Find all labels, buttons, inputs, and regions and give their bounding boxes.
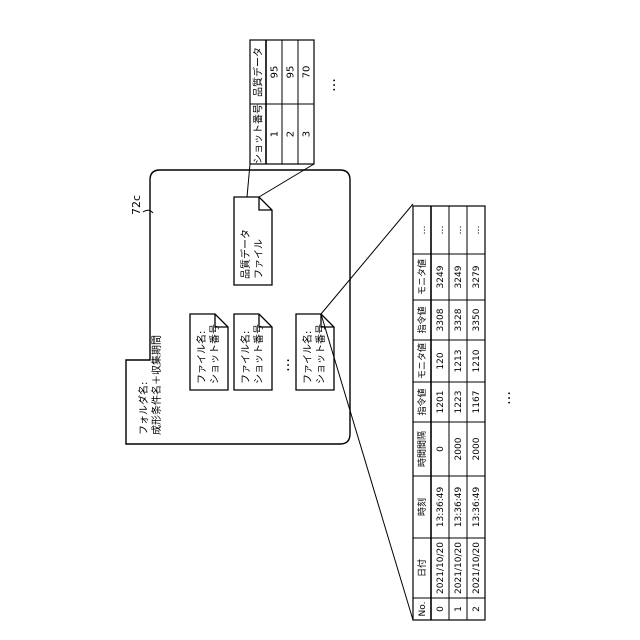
shot-file-2: ファイル名: ショット番号 <box>234 314 272 390</box>
data-table-cell: 1167 <box>472 391 482 414</box>
data-table-header-cell: 指令値 <box>416 306 428 333</box>
quality-table-cell: 2 <box>286 131 297 137</box>
data-table-cell: 1223 <box>454 391 464 414</box>
data-table-cell: 3350 <box>472 308 482 331</box>
data-table-cell: … <box>436 226 446 235</box>
data-table-cell: 13:36:49 <box>472 487 482 528</box>
quality-data-file: 品質データ ファイル <box>234 197 272 285</box>
data-table-cell: 1 <box>454 606 464 612</box>
data-table-cell: 2000 <box>454 437 464 460</box>
data-table-cell: … <box>472 226 482 235</box>
shot-file-1: ファイル名: ショット番号 <box>190 314 228 390</box>
rotated-figure: 72c フォルダ名: 成形条件名＋収集期間 ファイル名: ショット番号 ファイル… <box>126 40 514 620</box>
data-table-cell: 2 <box>472 606 482 612</box>
data-table-cell: 3328 <box>454 308 464 331</box>
data-table-cell: 1201 <box>436 391 446 414</box>
data-table-header-cell: モニタ値 <box>416 343 428 379</box>
quality-table-header-cell: ショット番号 <box>253 104 265 164</box>
shot-file-2-line2: ショット番号 <box>253 324 265 384</box>
data-table-header-cell: No. <box>418 602 428 617</box>
data-table-cell: 3249 <box>454 265 464 288</box>
quality-table-cell: 95 <box>270 66 281 79</box>
data-table-header-cell: 時間間隔 <box>417 431 428 467</box>
data-table-header-cell: モニタ値 <box>416 259 428 295</box>
quality-table-cell: 70 <box>302 66 313 79</box>
folder-label-line1: フォルダ名: <box>137 382 150 435</box>
data-table-cell: 120 <box>436 352 446 369</box>
shot-data-table: No.日付時刻時間間隔指令値モニタ値指令値モニタ値…02021/10/2013:… <box>413 206 485 620</box>
data-table-header-cell: 時刻 <box>416 498 428 516</box>
data-table-cell: 1210 <box>472 349 482 372</box>
data-table-cell: … <box>454 226 464 235</box>
data-table-cell: 3249 <box>436 265 446 288</box>
quality-table-header-cell: 品質データ <box>252 47 265 97</box>
quality-data-table: ショット番号 品質データ 1 95 2 95 3 70 <box>250 40 314 164</box>
quality-table-continuation: … <box>323 78 339 92</box>
shot-file-2-line1: ファイル名: <box>239 331 252 384</box>
folder-reference-label: 72c <box>130 195 143 215</box>
quality-table-cell: 95 <box>286 66 297 79</box>
data-table-cell: 3279 <box>472 265 482 288</box>
data-table-cell: 13:36:49 <box>454 487 464 528</box>
data-table-cell: 3308 <box>436 308 446 331</box>
data-table-cell: 2000 <box>472 437 482 460</box>
shot-file-3: ファイル名: ショット番号 <box>296 314 334 390</box>
quality-file-line1: 品質データ <box>239 229 252 279</box>
shot-file-3-line2: ショット番号 <box>315 324 327 384</box>
data-table-cell: 2021/10/20 <box>454 542 464 594</box>
shot-files-ellipsis: … <box>277 358 293 372</box>
data-table-cell: 2021/10/20 <box>472 542 482 594</box>
quality-table-cell: 1 <box>270 131 281 137</box>
data-table-header-cell: 日付 <box>417 559 428 577</box>
shot-file-1-line2: ショット番号 <box>209 324 221 384</box>
data-table-cell: 1213 <box>454 350 464 373</box>
shot-file-1-line1: ファイル名: <box>195 331 208 384</box>
quality-table-cell: 3 <box>302 131 313 137</box>
data-table-continuation: … <box>498 391 514 405</box>
data-table-cell: 2021/10/20 <box>436 542 446 594</box>
folder-label-line2: 成形条件名＋収集期間 <box>150 335 163 435</box>
data-table-cell: 13:36:49 <box>436 487 446 528</box>
data-table-header-cell: … <box>418 226 428 235</box>
data-table-cell: 0 <box>436 606 446 612</box>
data-table-header-cell: 指令値 <box>416 388 428 415</box>
data-table-cell: 0 <box>436 446 446 452</box>
quality-file-line2: ファイル <box>254 239 265 279</box>
shot-file-3-line1: ファイル名: <box>301 331 314 384</box>
